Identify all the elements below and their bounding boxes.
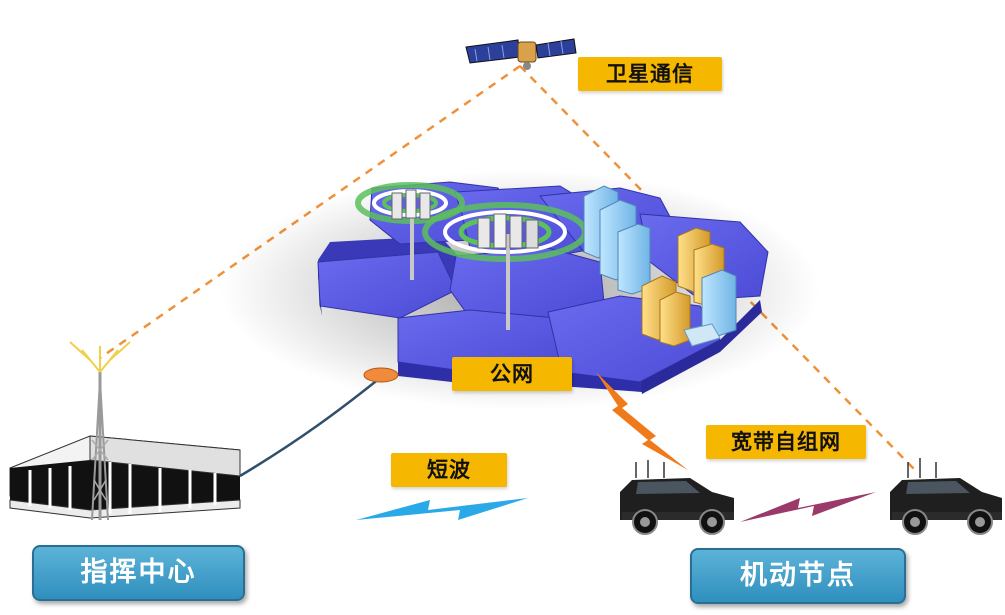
public-network-bolt — [596, 372, 688, 470]
shortwave-bolt — [356, 498, 528, 520]
adhoc-bolt — [740, 492, 876, 522]
radio-tower-icon — [69, 341, 131, 521]
satellite-icon — [465, 38, 577, 70]
command-center-label: 指挥中心 — [32, 545, 245, 601]
public-network-label: 公网 — [452, 357, 572, 391]
broadband-adhoc-label: 宽带自组网 — [706, 425, 866, 459]
cable-link — [239, 377, 381, 478]
satellite-label: 卫星通信 — [578, 57, 722, 91]
command-center-building-icon — [9, 435, 241, 519]
cell-tower-icon — [355, 182, 465, 280]
vehicle-icon — [620, 460, 734, 535]
cell-tower-icon — [422, 202, 588, 330]
cable-connector — [363, 367, 399, 383]
mobile-node-label: 机动节点 — [690, 548, 906, 604]
shortwave-label: 短波 — [391, 453, 507, 487]
vehicle-icon — [890, 458, 1002, 535]
satellite-link-vehicle — [519, 65, 916, 471]
city-buildings-icon — [583, 185, 737, 347]
